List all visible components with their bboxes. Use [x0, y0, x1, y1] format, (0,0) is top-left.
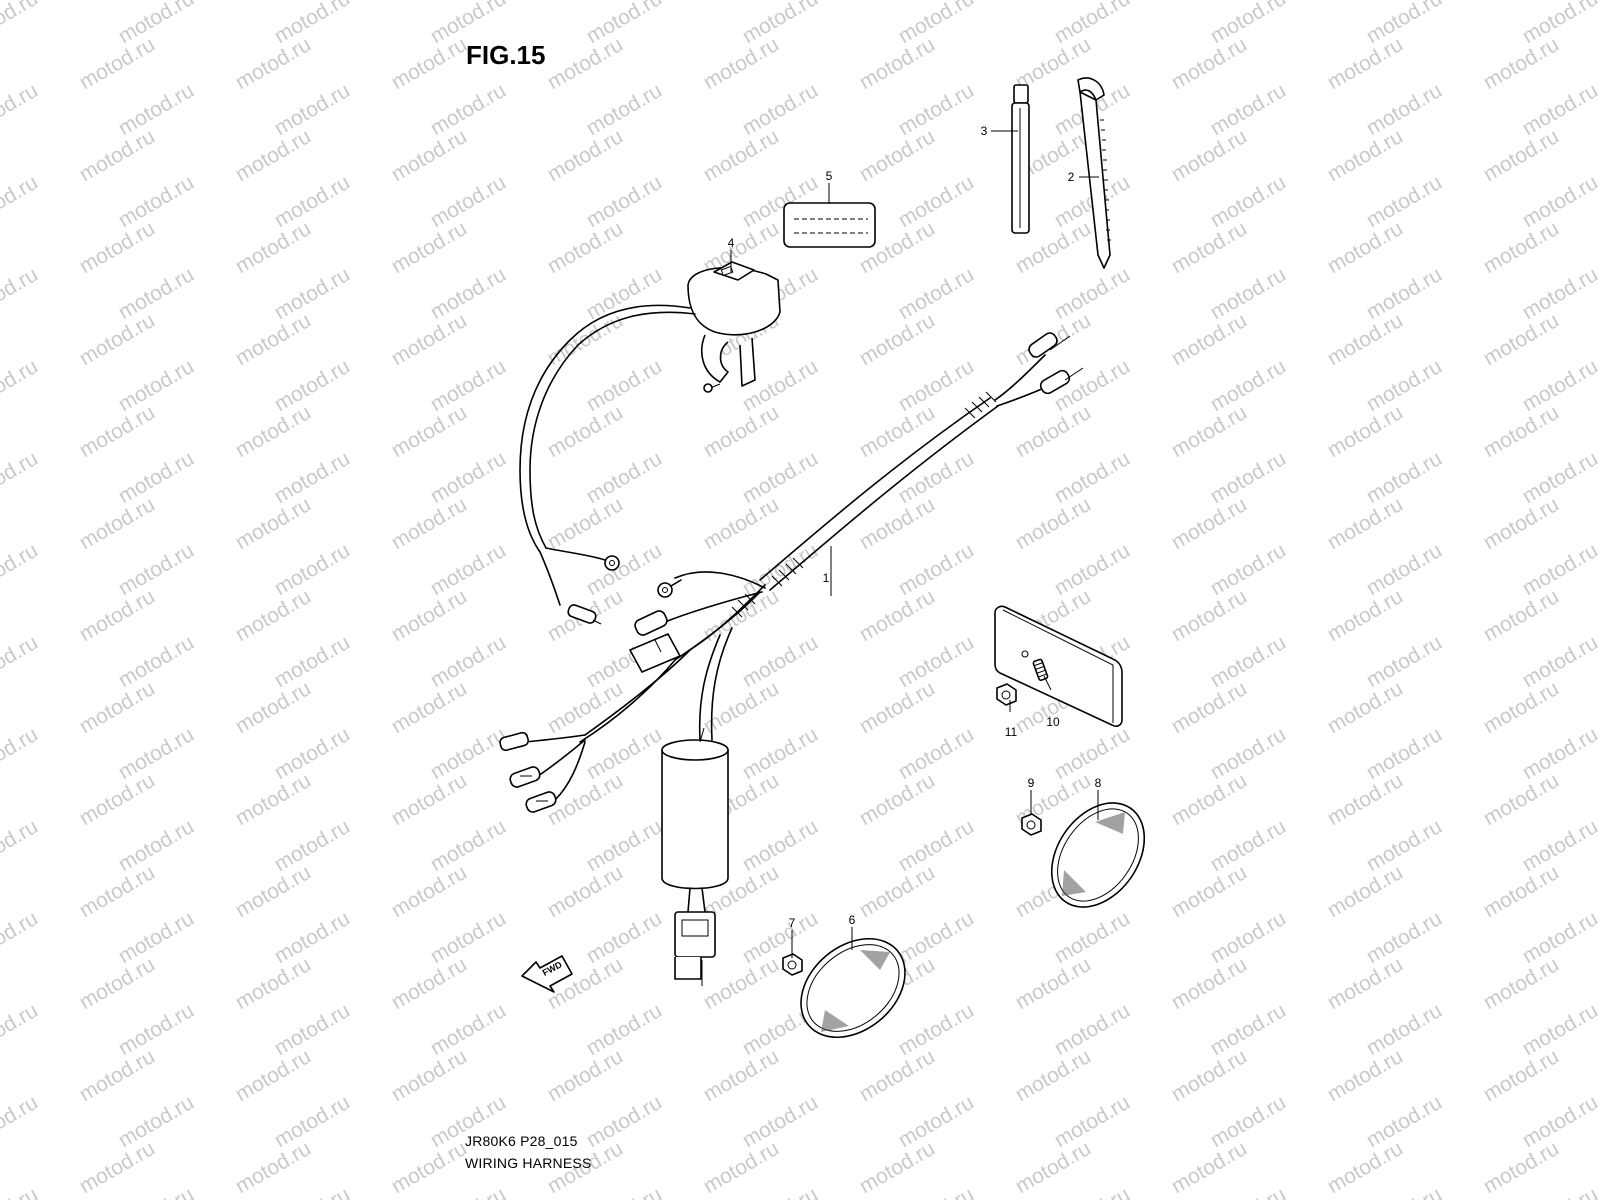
- coupler-mid: [629, 633, 681, 673]
- callout-4: 4: [728, 236, 735, 250]
- bullet-connector-switch: [567, 604, 602, 625]
- callout-3: 3: [981, 124, 988, 138]
- ring-terminal-mid: [657, 579, 682, 598]
- bullet-connector-left-b: [509, 766, 541, 788]
- callout-5: 5: [826, 169, 833, 183]
- side-reflector: [994, 605, 1123, 727]
- callout-11: 11: [1005, 725, 1018, 739]
- fwd-arrow-icon: FWD: [521, 955, 573, 993]
- callout-2: 2: [1068, 170, 1075, 184]
- cdi-coupler: [674, 911, 716, 986]
- bullet-connector-left-a: [499, 731, 530, 752]
- cdi-unit: [661, 727, 729, 890]
- rear-reflector: [1050, 802, 1146, 908]
- callout-7: 7: [789, 916, 796, 930]
- bullet-connector-mid: [634, 610, 668, 636]
- caution-label: [783, 202, 876, 248]
- bullet-connector-upper-b: [1039, 367, 1084, 395]
- callout-9: 9: [1028, 776, 1035, 790]
- figure-title: FIG.15: [466, 40, 546, 70]
- ring-terminal-switch: [604, 555, 620, 571]
- callout-6: 6: [849, 913, 856, 927]
- rear-reflector-nut: [1021, 813, 1042, 836]
- side-reflector-nut: [996, 683, 1017, 706]
- wiring-harness: [499, 332, 1084, 986]
- bullet-connector-left-c: [525, 791, 557, 813]
- clamp-short: [1011, 84, 1030, 234]
- front-reflector: [800, 937, 906, 1039]
- front-reflector-nut: [782, 953, 803, 976]
- clamp-long: [1077, 77, 1111, 269]
- callout-8: 8: [1095, 776, 1102, 790]
- engine-stop-switch: [687, 261, 781, 393]
- callout-1: 1: [823, 571, 830, 585]
- leader-lines: [730, 130, 1099, 958]
- figure-code: JR80K6 P28_015: [465, 1133, 578, 1149]
- figure-name: WIRING HARNESS: [465, 1155, 592, 1171]
- bullet-connector-upper-a: [1028, 332, 1071, 358]
- callout-10: 10: [1046, 715, 1060, 729]
